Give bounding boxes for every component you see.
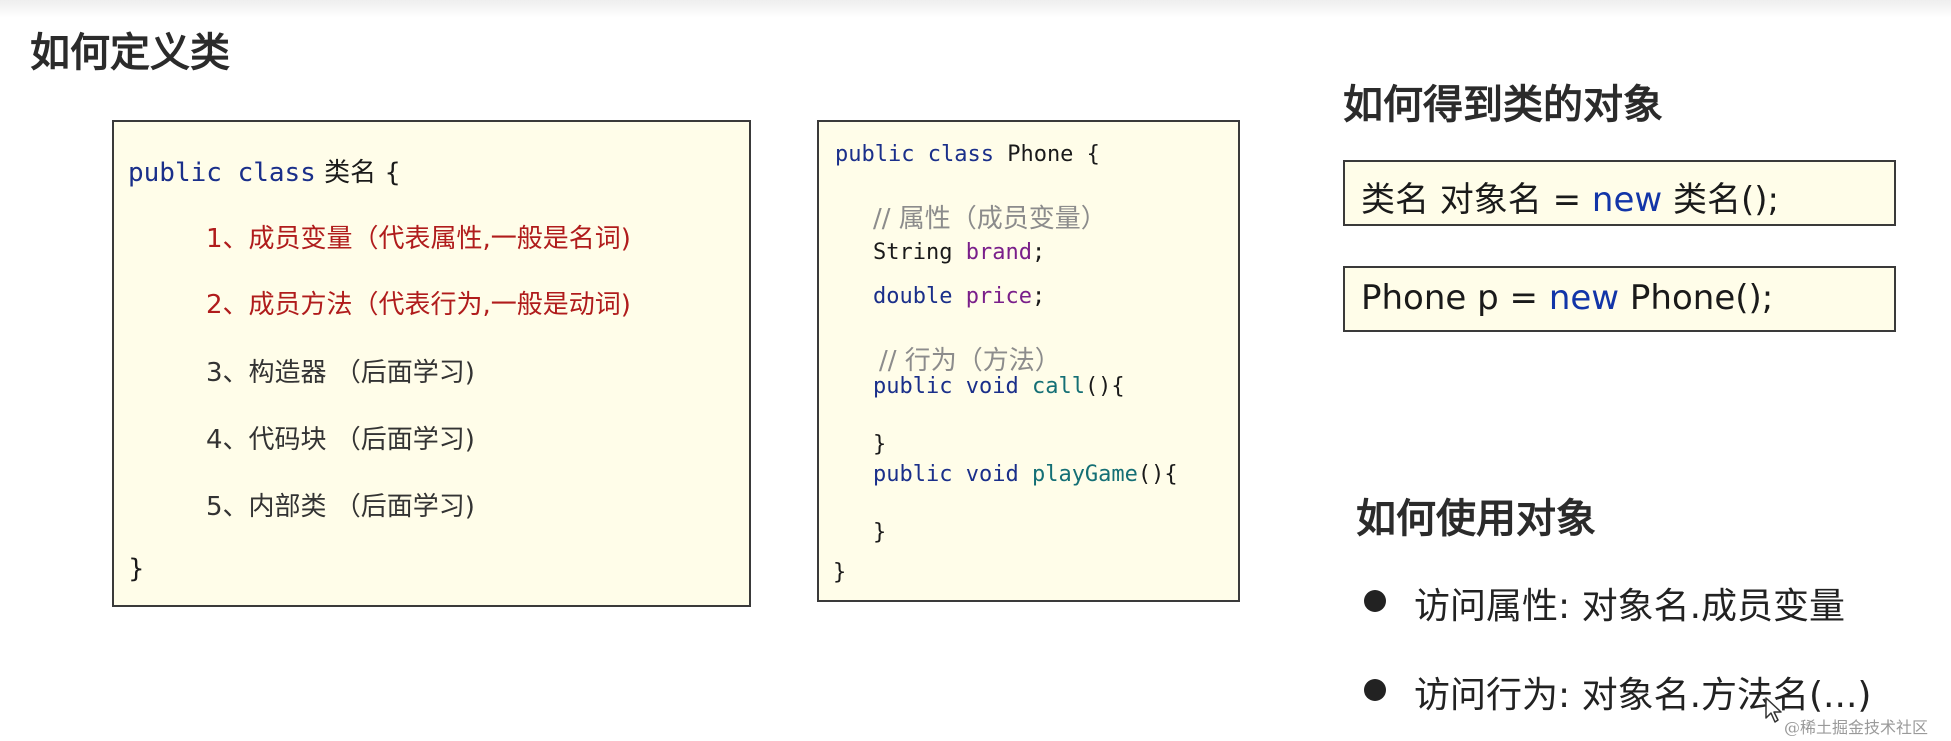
bullet-dot-1 <box>1364 590 1386 612</box>
brand-field-line: String brand; <box>873 240 1045 265</box>
playgame-method-name: playGame <box>1031 462 1138 487</box>
call-method-line: public void call(){ <box>873 374 1125 399</box>
price-field: price <box>965 284 1032 309</box>
semicolon: ; <box>1031 284 1046 309</box>
use-object-heading: 如何使用对象 <box>1356 496 1596 542</box>
class-open-line: public class 类名 { <box>128 152 401 189</box>
get-object-heading: 如何得到类的对象 <box>1343 82 1663 128</box>
public-void-keyword: public void <box>873 374 1019 399</box>
top-band <box>0 0 1951 18</box>
public-void-keyword: public void <box>873 462 1019 487</box>
class-item-3: 3、构造器 （后面学习) <box>206 358 475 388</box>
double-type: double <box>873 284 953 309</box>
mouse-cursor-icon <box>1765 697 1782 723</box>
object-example-suffix: Phone(); <box>1629 278 1774 318</box>
access-attribute-text: 访问属性: 对象名.成员变量 <box>1414 586 1846 627</box>
phone-class-name: Phone { <box>1007 142 1100 167</box>
new-keyword: new <box>1591 180 1663 220</box>
string-type: String <box>873 240 953 265</box>
price-field-line: double price; <box>873 284 1045 309</box>
object-syntax-suffix: 类名(); <box>1673 180 1779 220</box>
class-definition-box: public class 类名 { 1、成员变量（代表属性,一般是名词) 2、成… <box>112 120 751 607</box>
object-example-line: Phone p = new Phone(); <box>1361 278 1773 318</box>
playgame-method-close: } <box>873 520 887 545</box>
bullet-dot-2 <box>1364 679 1386 701</box>
call-method-parens: (){ <box>1084 374 1125 399</box>
class-item-5: 5、内部类 （后面学习) <box>206 492 475 522</box>
attribute-comment: // 属性（成员变量） <box>873 204 1107 234</box>
page-title: 如何定义类 <box>30 30 230 76</box>
public-class-keyword: public class <box>128 158 316 188</box>
watermark: @稀土掘金技术社区 <box>1784 718 1929 737</box>
class-item-4: 4、代码块 （后面学习) <box>206 425 475 455</box>
class-close-brace: } <box>128 554 145 584</box>
call-method-close: } <box>873 432 887 457</box>
brand-field: brand <box>965 240 1032 265</box>
playgame-method-line: public void playGame(){ <box>873 462 1178 487</box>
public-class-keyword: public class <box>835 142 994 167</box>
class-item-1: 1、成员变量（代表属性,一般是名词) <box>206 224 631 254</box>
behavior-comment: // 行为（方法） <box>879 346 1061 376</box>
class-item-2: 2、成员方法（代表行为,一般是动词) <box>206 290 631 320</box>
object-syntax-box: 类名 对象名 = new 类名(); <box>1343 160 1896 226</box>
new-keyword: new <box>1548 278 1620 318</box>
phone-class-open-line: public class Phone { <box>835 142 1100 167</box>
object-example-box: Phone p = new Phone(); <box>1343 266 1896 332</box>
access-behavior-text: 访问行为: 对象名.方法名(...) <box>1414 675 1872 716</box>
call-method-name: call <box>1031 374 1085 399</box>
playgame-method-parens: (){ <box>1137 462 1178 487</box>
phone-class-close: } <box>833 560 847 585</box>
class-name-placeholder: 类名 { <box>324 158 401 188</box>
object-syntax-prefix: 类名 对象名 = <box>1361 180 1582 220</box>
object-example-prefix: Phone p = <box>1361 278 1539 318</box>
object-syntax-line: 类名 对象名 = new 类名(); <box>1361 172 1779 221</box>
semicolon: ; <box>1031 240 1046 265</box>
phone-class-code-box: public class Phone { // 属性（成员变量） String … <box>817 120 1240 602</box>
